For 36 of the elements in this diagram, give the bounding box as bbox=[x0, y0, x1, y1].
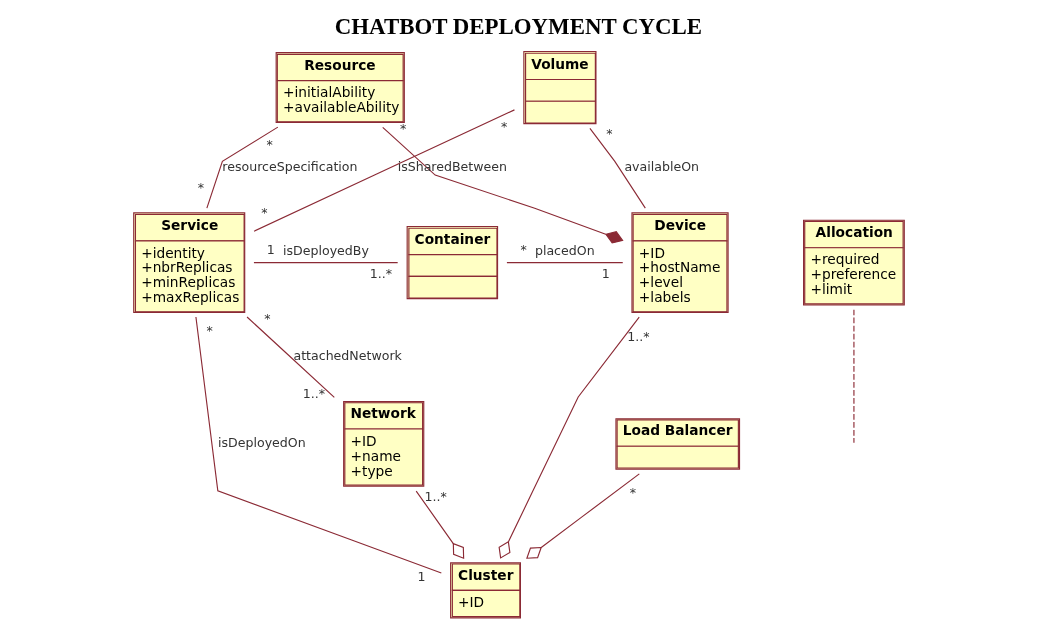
edge-label: availableOn bbox=[624, 159, 700, 175]
label: 1..* bbox=[369, 265, 392, 281]
label: * bbox=[399, 121, 407, 137]
label: 1..* bbox=[627, 328, 650, 344]
diagram-title: CHATBOT DEPLOYMENT CYCLE bbox=[334, 14, 703, 40]
label: * bbox=[266, 137, 273, 153]
edge-label: resourceSpecification bbox=[222, 159, 358, 175]
label: 1 bbox=[417, 569, 426, 585]
connector bbox=[526, 473, 640, 559]
connector bbox=[253, 109, 516, 232]
connector bbox=[415, 490, 465, 560]
label: 1..* bbox=[302, 385, 326, 401]
label: 1 bbox=[601, 265, 610, 281]
connector bbox=[253, 262, 399, 264]
connector bbox=[498, 316, 640, 559]
label: * bbox=[261, 204, 268, 220]
label: * bbox=[520, 241, 527, 257]
label: * bbox=[206, 323, 213, 339]
connector bbox=[206, 126, 279, 209]
connector bbox=[589, 127, 646, 209]
connector bbox=[506, 262, 624, 264]
connector bbox=[246, 316, 335, 398]
label: 1 bbox=[266, 241, 275, 257]
edge-label: isDeployedOn bbox=[218, 435, 306, 451]
edge-label: placedOn bbox=[534, 243, 595, 259]
edge-label: isDeployedBy bbox=[282, 243, 369, 259]
label: * bbox=[501, 118, 508, 134]
label: * bbox=[629, 484, 637, 500]
edge-label: attachedNetwork bbox=[293, 348, 402, 364]
connector bbox=[195, 316, 442, 574]
label: 1..* bbox=[424, 489, 447, 505]
label: * bbox=[606, 125, 613, 141]
connector bbox=[853, 309, 855, 444]
connector bbox=[382, 126, 624, 244]
label: * bbox=[197, 179, 205, 195]
label: * bbox=[264, 310, 271, 326]
